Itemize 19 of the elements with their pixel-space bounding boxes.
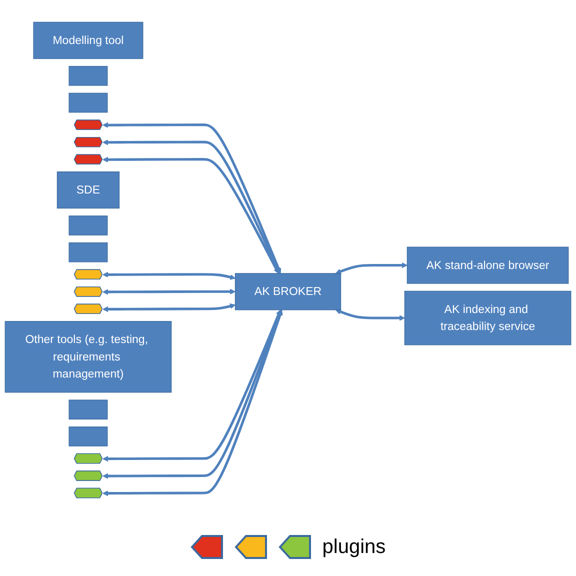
node-box <box>234 273 342 310</box>
arrow <box>335 262 408 274</box>
arrow <box>102 272 236 280</box>
node-box <box>68 242 108 262</box>
arrow <box>102 288 236 295</box>
node-box <box>4 321 172 393</box>
flowchart: Modelling tool SDE Other tools (e.g. testing, requirements management) AK BROKER AK stand-alone browser AK indexing and traceability service <box>0 0 576 520</box>
node-box <box>33 22 144 59</box>
node-box <box>68 216 108 236</box>
node-box <box>68 400 108 420</box>
arrow <box>335 309 405 321</box>
arrow <box>102 303 236 312</box>
node-box <box>68 66 108 86</box>
node-box <box>68 426 108 446</box>
node-box <box>404 290 572 346</box>
node-box <box>56 171 120 209</box>
legend-label: plugins <box>322 536 386 558</box>
node-box <box>68 92 108 113</box>
node-box <box>406 246 569 284</box>
